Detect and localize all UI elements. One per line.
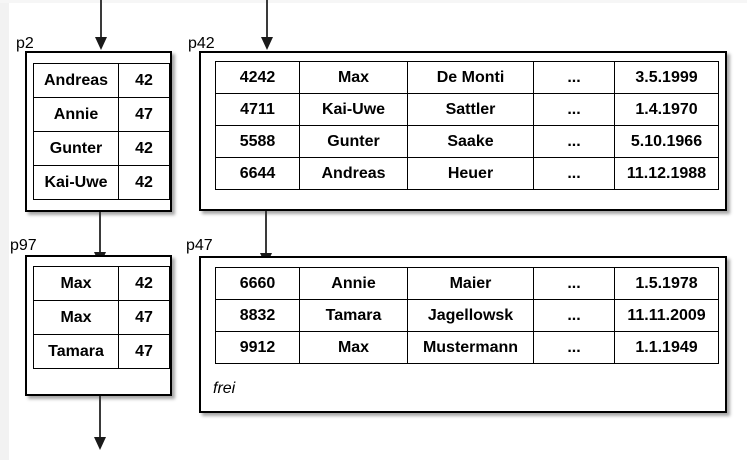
cell-first-name: Tamara: [299, 299, 408, 332]
cell-key: Andreas: [33, 63, 119, 98]
cell-key: Kai-Uwe: [33, 165, 119, 200]
cell-ellipsis: ...: [533, 125, 615, 158]
cell-key: Annie: [33, 97, 119, 132]
table-row[interactable]: Max 47: [33, 300, 170, 335]
cell-key: Max: [33, 300, 119, 335]
cell-last-name: Sattler: [407, 93, 534, 126]
table-row[interactable]: 5588 Gunter Saake ... 5.10.1966: [215, 125, 719, 158]
cell-ellipsis: ...: [533, 93, 615, 126]
cell-last-name: Jagellowsk: [407, 299, 534, 332]
cell-key: Tamara: [33, 334, 119, 369]
cell-pointer: 47: [118, 97, 170, 132]
record-table-p2[interactable]: Andreas 42 Annie 47 Gunter 42 Kai-Uwe 42: [33, 63, 170, 200]
record-table-p47[interactable]: 6660 Annie Maier ... 1.5.1978 8832 Tamar…: [215, 267, 719, 364]
table-row[interactable]: 6644 Andreas Heuer ... 11.12.1988: [215, 157, 719, 190]
page-label-p47: p47: [186, 237, 213, 254]
cell-first-name: Kai-Uwe: [299, 93, 408, 126]
cell-pointer: 47: [118, 334, 170, 369]
cell-first-name: Annie: [299, 267, 408, 300]
cell-pointer: 47: [118, 300, 170, 335]
record-table-p97[interactable]: Max 42 Max 47 Tamara 47: [33, 266, 170, 369]
cell-date: 1.4.1970: [614, 93, 719, 126]
table-row[interactable]: Kai-Uwe 42: [33, 165, 170, 200]
cell-date: 3.5.1999: [614, 61, 719, 94]
cell-id: 9912: [215, 331, 300, 364]
cell-last-name: Mustermann: [407, 331, 534, 364]
page-label-p97: p97: [10, 237, 37, 254]
cell-id: 8832: [215, 299, 300, 332]
free-space-label-p47: frei: [213, 380, 236, 397]
cell-id: 4711: [215, 93, 300, 126]
page-label-p2: p2: [16, 35, 34, 52]
cell-date: 11.12.1988: [614, 157, 719, 190]
cell-first-name: Max: [299, 331, 408, 364]
cell-ellipsis: ...: [533, 331, 615, 364]
cell-pointer: 42: [118, 131, 170, 166]
table-row[interactable]: 4711 Kai-Uwe Sattler ... 1.4.1970: [215, 93, 719, 126]
cell-ellipsis: ...: [533, 267, 615, 300]
cell-key: Gunter: [33, 131, 119, 166]
page-edge-strip-top: [0, 0, 747, 3]
table-row[interactable]: 8832 Tamara Jagellowsk ... 11.11.2009: [215, 299, 719, 332]
cell-last-name: De Monti: [407, 61, 534, 94]
cell-pointer: 42: [118, 266, 170, 301]
cell-date: 1.1.1949: [614, 331, 719, 364]
cell-ellipsis: ...: [533, 61, 615, 94]
cell-first-name: Andreas: [299, 157, 408, 190]
cell-key: Max: [33, 266, 119, 301]
page-label-p42: p42: [188, 35, 215, 52]
cell-first-name: Gunter: [299, 125, 408, 158]
cell-ellipsis: ...: [533, 299, 615, 332]
cell-last-name: Maier: [407, 267, 534, 300]
table-row[interactable]: Gunter 42: [33, 131, 170, 166]
cell-date: 1.5.1978: [614, 267, 719, 300]
cell-pointer: 42: [118, 165, 170, 200]
cell-first-name: Max: [299, 61, 408, 94]
table-row[interactable]: 6660 Annie Maier ... 1.5.1978: [215, 267, 719, 300]
table-row[interactable]: Andreas 42: [33, 63, 170, 98]
table-row[interactable]: Max 42: [33, 266, 170, 301]
cell-id: 4242: [215, 61, 300, 94]
table-row[interactable]: 4242 Max De Monti ... 3.5.1999: [215, 61, 719, 94]
cell-id: 5588: [215, 125, 300, 158]
cell-pointer: 42: [118, 63, 170, 98]
table-row[interactable]: 9912 Max Mustermann ... 1.1.1949: [215, 331, 719, 364]
cell-ellipsis: ...: [533, 157, 615, 190]
cell-last-name: Heuer: [407, 157, 534, 190]
page-edge-strip-left: [0, 0, 9, 460]
cell-id: 6660: [215, 267, 300, 300]
record-table-p42[interactable]: 4242 Max De Monti ... 3.5.1999 4711 Kai-…: [215, 61, 719, 190]
cell-date: 5.10.1966: [614, 125, 719, 158]
cell-id: 6644: [215, 157, 300, 190]
table-row[interactable]: Tamara 47: [33, 334, 170, 369]
cell-last-name: Saake: [407, 125, 534, 158]
table-row[interactable]: Annie 47: [33, 97, 170, 132]
cell-date: 11.11.2009: [614, 299, 719, 332]
